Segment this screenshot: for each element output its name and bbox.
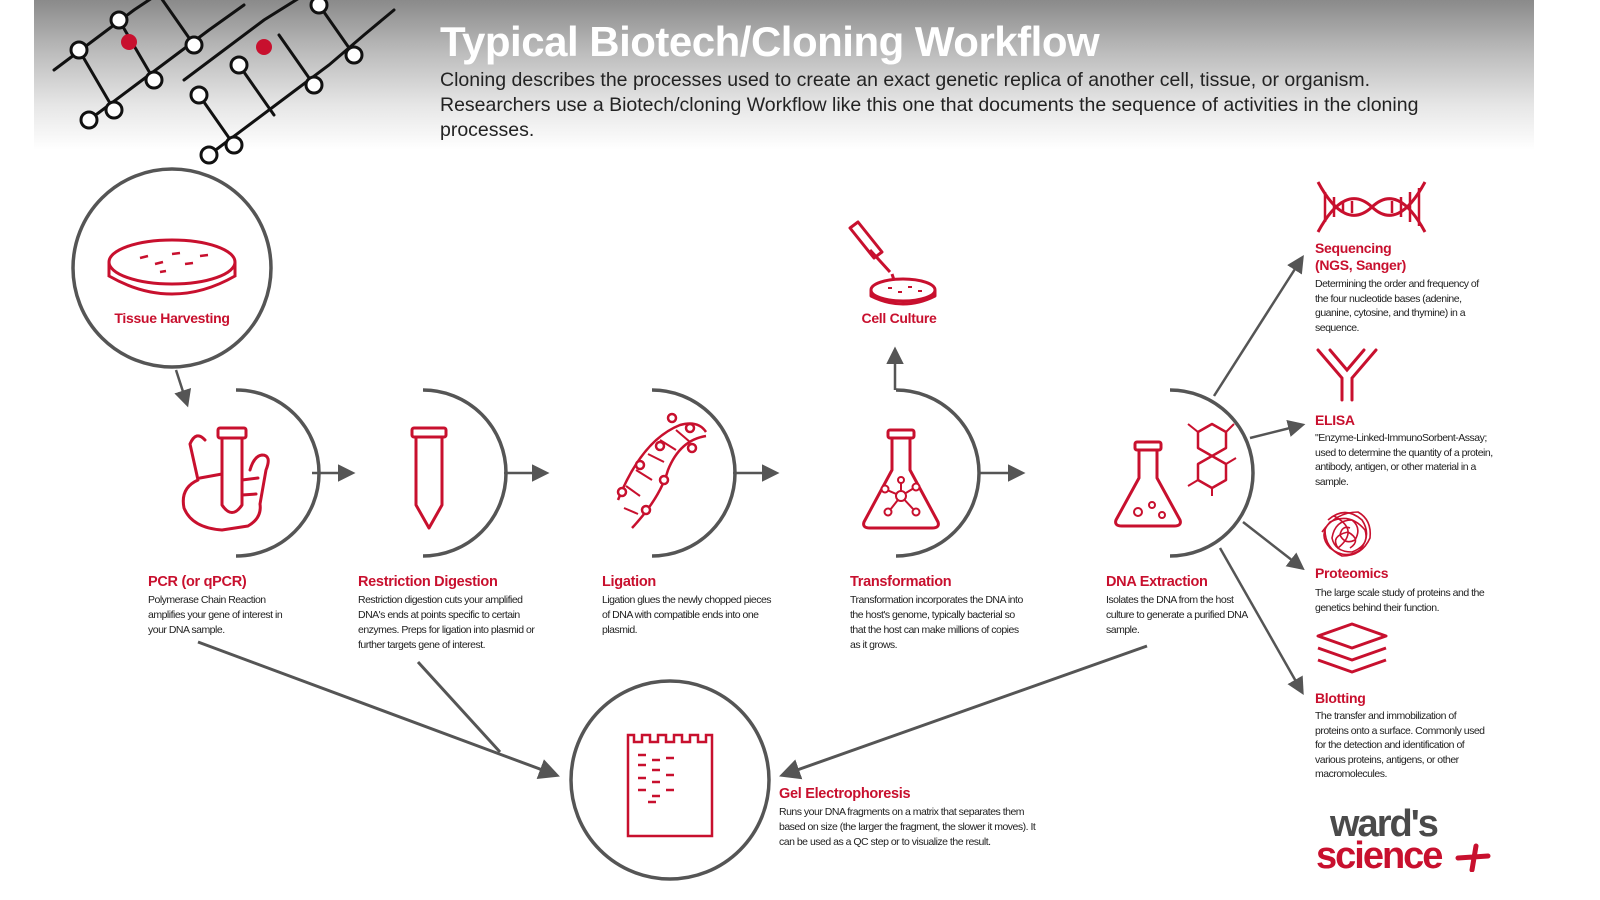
logo-plus-icon [1455, 843, 1491, 872]
dna-decoration-icon [52, 0, 396, 165]
arrow-pcr-to-gel [197, 640, 560, 779]
step-desc-transformation: Transformation incorporates the DNA into… [850, 594, 1023, 651]
analysis-title-blotting: Blotting [1315, 690, 1366, 706]
arrow-to-proteomics [1242, 521, 1305, 571]
step-desc-restriction: Restriction digestion cuts your amplifie… [358, 594, 535, 651]
hand-tube-icon [181, 426, 270, 532]
flask-benzene-icon [1114, 422, 1237, 528]
step-title-transformation: Transformation [850, 574, 952, 590]
protein-tangle-icon [1321, 511, 1372, 557]
dna-helix-icon [616, 412, 708, 529]
arrow-to-sequencing [1212, 255, 1304, 397]
antibody-icon [1316, 348, 1378, 402]
gel-title: Gel Electrophoresis [779, 786, 911, 802]
blot-layers-icon [1316, 622, 1388, 674]
analysis-desc-blotting: The transfer and immobilization of prote… [1315, 710, 1485, 780]
step-title-pcr: PCR (or qPCR) [148, 574, 247, 590]
tissue-harvesting-node [71, 167, 273, 369]
step-title-extraction: DNA Extraction [1106, 574, 1208, 590]
logo-wards: ward's [1330, 803, 1439, 845]
page-title: Typical Biotech/Cloning Workflow [440, 18, 1100, 65]
logo-science: science [1316, 835, 1443, 877]
analysis-desc-sequencing: Determining the order and frequency of t… [1315, 278, 1479, 334]
header-banner: Typical Biotech/Cloning Workflow Cloning… [34, 0, 1534, 165]
page-description: Cloning describes the processes used to … [440, 69, 1419, 141]
gel-electrophoresis-node [569, 679, 771, 881]
cell-culture-label: Cell Culture [861, 310, 937, 326]
analysis-title-elisa: ELISA [1315, 412, 1355, 428]
arrow-extraction-to-gel [779, 644, 1148, 780]
analysis-desc-proteomics: The large scale study of proteins and th… [1315, 587, 1485, 614]
analysis-title-proteomics: Proteomics [1315, 565, 1389, 581]
arrow-to-elisa [1249, 419, 1306, 440]
analysis-desc-elisa: "Enzyme-Linked-ImmunoSorbent-Assay; used… [1315, 432, 1493, 488]
step-desc-ligation: Ligation glues the newly chopped pieces … [602, 594, 772, 636]
gel-plate-icon [626, 733, 714, 838]
flask-molecule-icon [862, 428, 940, 530]
step-title-restriction: Restriction Digestion [358, 574, 498, 590]
conical-tube-icon [410, 426, 448, 530]
arrow-to-blotting [1218, 547, 1304, 696]
step-desc-extraction: Isolates the DNA from the host culture t… [1106, 594, 1248, 636]
arrow-tissue-to-pcr [174, 369, 192, 408]
dna-strand-icon [1316, 181, 1427, 233]
dropper-dish-icon [848, 220, 937, 306]
analysis-title-sequencing: Sequencing (NGS, Sanger) [1315, 240, 1407, 273]
step-title-ligation: Ligation [602, 574, 656, 590]
step-desc-pcr: Polymerase Chain Reaction amplifies your… [148, 594, 283, 636]
gel-desc: Runs your DNA fragments on a matrix that… [779, 806, 1036, 848]
tissue-harvesting-label: Tissue Harvesting [114, 310, 230, 326]
petri-dish-icon [107, 238, 237, 296]
line-restriction-to-gel [416, 660, 502, 754]
